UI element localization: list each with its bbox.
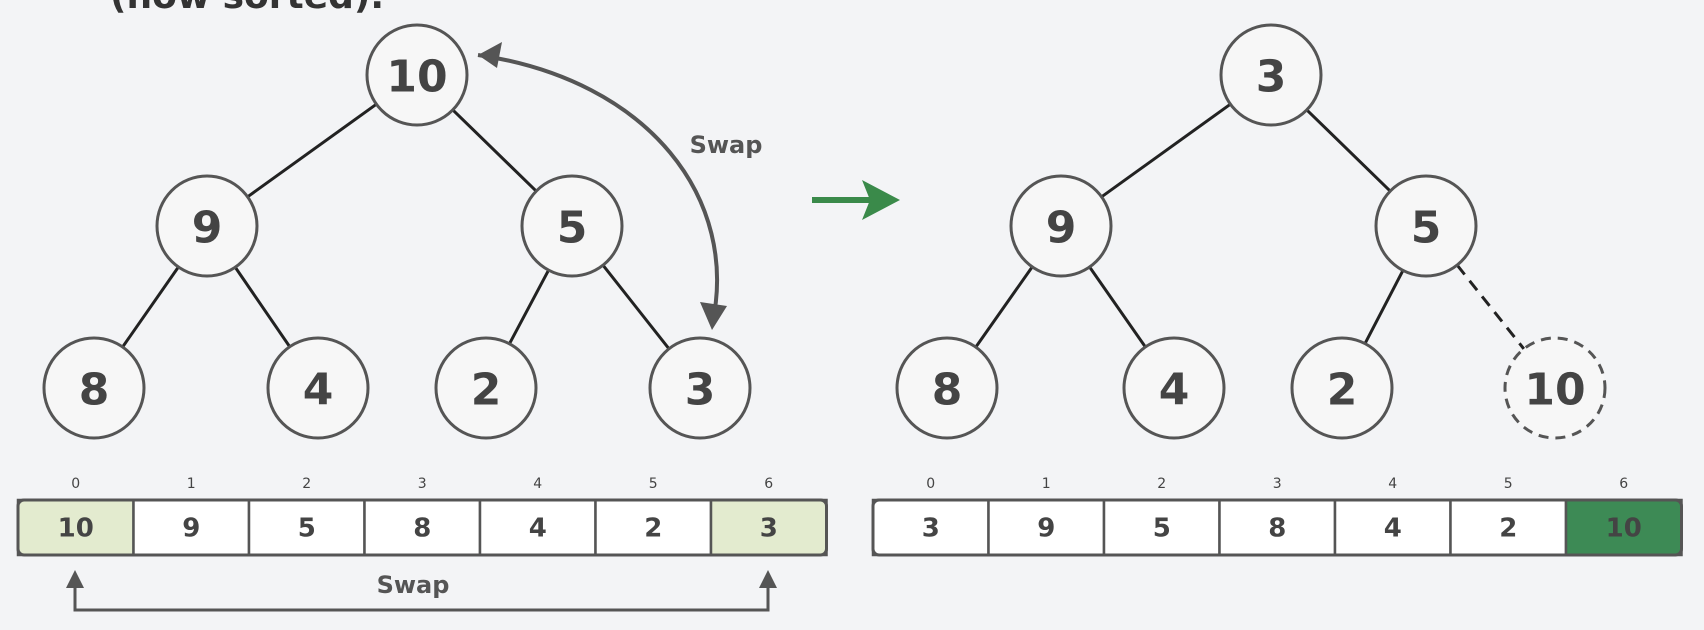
right-tree-node: [1009, 174, 1113, 278]
tree-swap-arrowhead-top: [478, 42, 502, 68]
right-array-border: [871, 498, 1683, 557]
left-array: 0 10 1 9 2 5 3 8 4 4 5 2 6 3: [16, 476, 828, 557]
left-tree-node: [648, 336, 752, 440]
right-array-cell: [987, 498, 1106, 557]
left-array-value: 3: [760, 514, 778, 544]
array-swap-arrowhead-left: [66, 570, 84, 588]
right-array-index: 1: [1042, 476, 1051, 492]
left-tree-node-label: 10: [386, 52, 447, 103]
right-array-value: 2: [1499, 514, 1517, 544]
right-tree-node-label: 3: [1256, 52, 1287, 103]
right-array-index: 4: [1388, 476, 1397, 492]
right-tree-node-label: 5: [1411, 203, 1442, 254]
right-tree-node: [1503, 336, 1607, 440]
left-array-index: 3: [418, 476, 427, 492]
tree-swap-arrowhead-bottom: [700, 302, 727, 330]
left-array-index: 2: [302, 476, 311, 492]
left-array-value: 9: [182, 514, 200, 544]
array-swap-bracket: [73, 578, 770, 612]
left-tree-node-label: 4: [303, 365, 334, 416]
right-tree-node-label: 4: [1159, 365, 1190, 416]
left-array-value: 8: [413, 514, 431, 544]
left-array-index: 6: [764, 476, 773, 492]
array-swap-label: Swap: [377, 571, 450, 599]
left-tree-node-label: 5: [557, 203, 588, 254]
left-array-index: 1: [187, 476, 196, 492]
right-array-value: 4: [1384, 514, 1402, 544]
array-swap-arrowhead-right: [759, 570, 777, 588]
right-tree-node: [1122, 336, 1226, 440]
right-array-index: 5: [1504, 476, 1513, 492]
left-array-value: 4: [529, 514, 547, 544]
left-tree-edge: [121, 266, 180, 348]
right-array-cell: [1102, 498, 1221, 557]
left-tree-edge: [451, 108, 538, 193]
transition-arrow-icon: [862, 180, 900, 220]
right-tree-node: [1374, 174, 1478, 278]
left-array-index: 4: [533, 476, 542, 492]
left-tree-node-label: 9: [192, 203, 223, 254]
right-array-cell: [871, 498, 990, 557]
right-tree-edge: [1305, 108, 1392, 193]
right-tree-node: [1219, 23, 1323, 127]
right-tree-node-label: 10: [1524, 365, 1585, 416]
left-tree-node: [365, 23, 469, 127]
left-tree-node: [434, 336, 538, 440]
left-tree-node: [266, 336, 370, 440]
left-array-value: 5: [298, 514, 316, 544]
right-heap-tree: 3 9 5 8 4 2 10: [895, 23, 1607, 440]
left-tree-edge: [234, 266, 291, 348]
right-tree-edge: [1088, 266, 1147, 348]
right-array-index: 2: [1157, 476, 1166, 492]
right-array-value: 8: [1268, 514, 1286, 544]
left-tree-node: [520, 174, 624, 278]
left-tree-edge: [601, 264, 671, 350]
right-array-index: 6: [1619, 476, 1628, 492]
caption-text-fragment: (now sorted).: [110, 0, 384, 17]
left-array-value: 2: [644, 514, 662, 544]
right-tree-node: [895, 336, 999, 440]
left-tree-node-label: 3: [685, 365, 716, 416]
left-tree-edge: [246, 102, 378, 199]
right-tree-node-label: 8: [932, 365, 963, 416]
left-array-index: 5: [649, 476, 658, 492]
right-array-cell: [1333, 498, 1452, 557]
tree-swap-arrow: [477, 53, 719, 326]
right-array-value: 3: [922, 514, 940, 544]
right-array: 0 3 1 9 2 5 3 8 4 4 5 2 6 10: [871, 476, 1683, 557]
right-tree-edge: [974, 266, 1034, 348]
left-array-index: 0: [71, 476, 80, 492]
left-tree-edge: [508, 269, 550, 345]
left-tree-node-label: 2: [471, 365, 502, 416]
right-tree-edge: [1100, 102, 1232, 199]
left-heap-tree: 10 9 5 8 4 2 3: [42, 23, 752, 440]
left-tree-node: [155, 174, 259, 278]
right-array-index: 3: [1273, 476, 1282, 492]
right-tree-node-label: 9: [1046, 203, 1077, 254]
right-tree-node: [1290, 336, 1394, 440]
left-array-value: 10: [58, 514, 94, 544]
left-tree-node-label: 8: [79, 365, 110, 416]
right-tree-node-label: 2: [1327, 365, 1358, 416]
tree-swap-label: Swap: [690, 131, 763, 159]
right-array-value: 10: [1606, 514, 1642, 544]
right-array-value: 9: [1037, 514, 1055, 544]
left-array-cell: [132, 498, 251, 557]
left-tree-node: [42, 336, 146, 440]
right-array-value: 5: [1153, 514, 1171, 544]
right-array-index: 0: [926, 476, 935, 492]
right-tree-edge: [1455, 264, 1526, 350]
left-array-cell: [16, 498, 135, 557]
left-array-border: [16, 498, 828, 557]
right-tree-edge: [1363, 269, 1405, 345]
